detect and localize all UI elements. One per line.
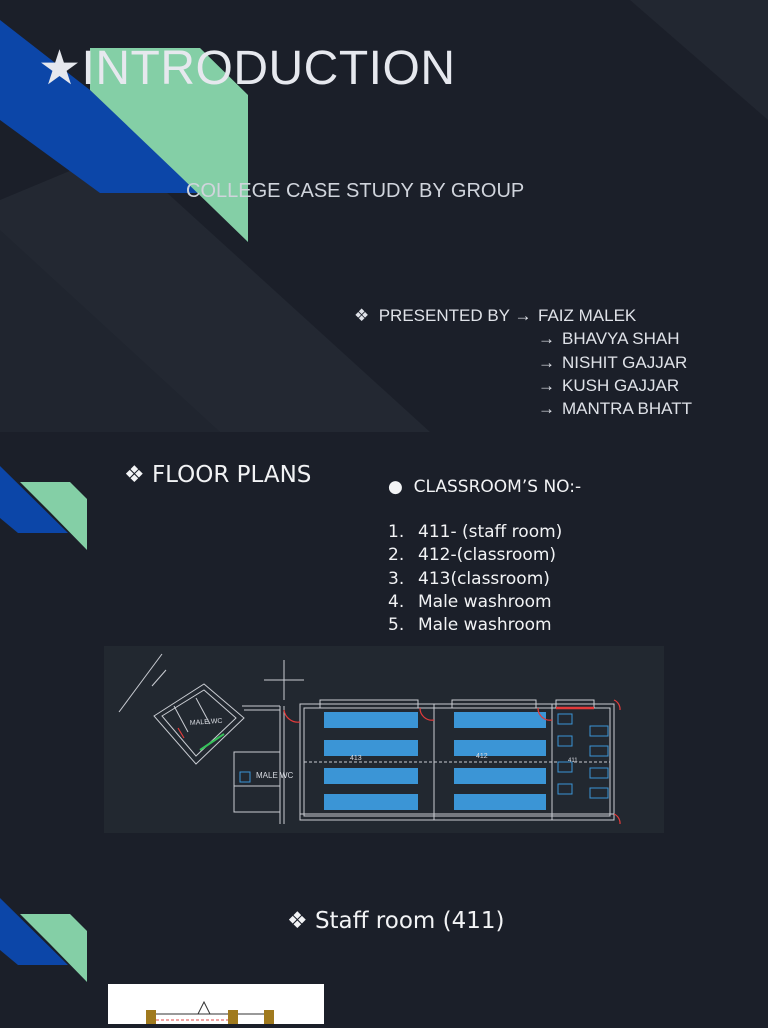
diamond-bullet-icon: ❖ — [124, 462, 145, 488]
plan-label-413: 413 — [350, 755, 362, 762]
item-text: 412-(classroom) — [418, 545, 557, 566]
arrow-icon: → — [538, 329, 555, 349]
presenters-list: ❖ PRESENTED BY → FAIZ MALEK → BHAVYA SHAH… — [354, 304, 692, 420]
floor-plans-heading: ❖ FLOOR PLANS — [124, 462, 311, 488]
item-number: 4. — [388, 591, 405, 612]
heading-text: FLOOR PLANS — [151, 462, 312, 488]
staff-room-drawing — [108, 984, 324, 1024]
presenter-row: → BHAVYA SHAH — [354, 327, 692, 350]
plan-label-wc1: MALE WC — [190, 718, 223, 727]
corner-stripes — [0, 898, 87, 982]
presenter-name: FAIZ MALEK — [538, 306, 637, 325]
staff-room-drawing-svg — [146, 1000, 274, 1024]
presenter-name: BHAVYA SHAH — [562, 329, 680, 349]
floor-plan-drawing: MALE WC MALE WC 413 412 411 — [104, 646, 664, 833]
list-item: 4. Male washroom — [388, 591, 562, 614]
classrooms-heading-text: CLASSROOM’S NO:- — [413, 477, 582, 497]
title-text: INTRODUCTION — [81, 42, 456, 95]
green-stripe — [90, 48, 248, 242]
arrow-icon: → — [514, 306, 532, 325]
slide-title: ★INTRODUCTION — [38, 40, 456, 96]
list-item: 1. 411- (staff room) — [388, 521, 562, 544]
blue-stripe — [0, 898, 68, 965]
presented-by-label: ❖ PRESENTED BY → — [354, 304, 538, 327]
presenter-name: NISHIT GAJJAR — [562, 352, 688, 372]
heading-text: Staff room (411) — [314, 908, 505, 934]
list-item: 3. 413(classroom) — [388, 568, 562, 591]
blue-stripe — [0, 466, 68, 533]
presenter-row: ❖ PRESENTED BY → FAIZ MALEK — [354, 304, 692, 327]
presented-label-text: PRESENTED BY — [378, 306, 510, 325]
corner-stripes — [0, 466, 87, 550]
item-text: 413(classroom) — [418, 568, 550, 589]
blue-stripe — [0, 20, 200, 193]
item-number: 1. — [388, 522, 405, 542]
arrow-icon: → — [538, 399, 555, 419]
item-text: Male washroom — [418, 615, 552, 636]
presenter-row: → MANTRA BHATT — [354, 397, 692, 420]
slide-subtitle: COLLEGE CASE STUDY BY GROUP — [186, 180, 525, 202]
arrow-icon: → — [538, 352, 555, 372]
list-item: 2. 412-(classroom) — [388, 544, 562, 567]
item-text: 411- (staff room) — [418, 522, 563, 542]
item-text: Male washroom — [418, 591, 552, 612]
list-item: 5. Male washroom — [388, 614, 562, 637]
green-stripe — [20, 482, 87, 550]
plan-label-411: 411 — [568, 758, 578, 764]
presenter-name: KUSH GAJJAR — [562, 375, 680, 395]
intro-slide: ★INTRODUCTION COLLEGE CASE STUDY BY GROU… — [0, 0, 768, 432]
green-stripe — [20, 914, 87, 982]
item-number: 2. — [388, 545, 405, 566]
staff-room-heading: ❖ Staff room (411) — [287, 908, 504, 934]
plan-label-412: 412 — [476, 753, 488, 760]
item-number: 5. — [388, 615, 405, 636]
background-facets — [0, 0, 768, 432]
star-icon: ★ — [38, 42, 82, 95]
presenter-row: → KUSH GAJJAR — [354, 374, 692, 397]
bullet-dot-icon: ● — [388, 477, 403, 497]
arrow-icon: → — [538, 375, 555, 395]
classroom-list: 1. 411- (staff room) 2. 412-(classroom) 3.… — [388, 521, 562, 637]
door-swings — [177, 699, 621, 825]
plan-label-wc2: MALE WC — [256, 771, 294, 780]
desk-rows — [324, 712, 546, 810]
floor-plan-svg: MALE WC MALE WC 413 412 411 — [118, 653, 621, 825]
classrooms-heading: ● CLASSROOM’S NO:- — [388, 477, 581, 497]
presenter-row: → NISHIT GAJJAR — [354, 351, 692, 374]
diamond-bullet-icon: ❖ — [287, 908, 308, 934]
presenter-name: MANTRA BHATT — [562, 399, 693, 419]
diamond-bullet-icon: ❖ — [354, 306, 370, 325]
item-number: 3. — [388, 568, 405, 589]
